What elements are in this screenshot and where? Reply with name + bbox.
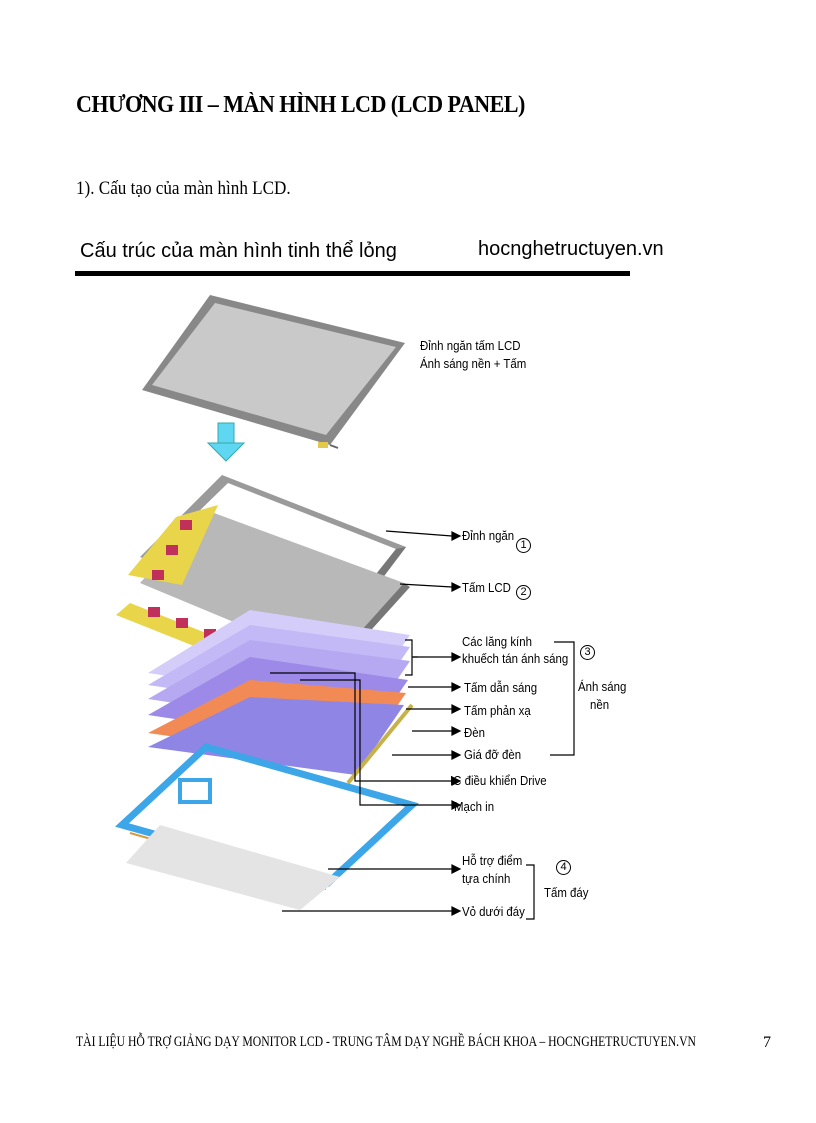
label-dinh-ngan: Đỉnh ngăn xyxy=(462,528,515,543)
label-ho-tro-line1: Hỗ trợ điểm xyxy=(462,853,523,868)
group-brackets xyxy=(405,639,575,920)
number-2: 2 xyxy=(516,585,531,600)
chapter-title: CHƯƠNG III – MÀN HÌNH LCD (LCD PANEL) xyxy=(76,92,525,118)
label-anh-sang-nen-line1: Ánh sáng xyxy=(578,679,627,694)
page-number: 7 xyxy=(763,1034,771,1051)
caption-top-line2: Ánh sáng nền + Tấm xyxy=(420,356,527,371)
figure-title-rule xyxy=(75,271,630,276)
label-tam-day: Tấm đáy xyxy=(544,885,589,900)
figure-site: hocnghetructuyen.vn xyxy=(478,238,664,260)
number-1: 1 xyxy=(516,538,531,553)
label-tam-phan-xa: Tấm phản xạ xyxy=(464,703,531,718)
down-arrow-icon xyxy=(206,422,246,462)
label-vo-duoi-day: Vỏ dưới đáy xyxy=(462,904,525,919)
leader-lines xyxy=(270,530,462,916)
label-den: Đèn xyxy=(464,725,485,740)
figure-title: Cấu trúc của màn hình tinh thể lỏng xyxy=(80,240,397,262)
label-tam-lcd: Tấm LCD xyxy=(462,580,511,595)
number-3: 3 xyxy=(580,645,595,660)
label-anh-sang-nen-line2: nền xyxy=(590,697,610,712)
caption-top-line1: Đỉnh ngăn tấm LCD xyxy=(420,338,521,353)
label-ic-drive: IC điều khiển Drive xyxy=(450,773,547,788)
label-ho-tro-line2: tựa chính xyxy=(462,871,511,886)
label-gia-do-den: Giá đỡ đèn xyxy=(464,747,522,762)
bottom-cover xyxy=(126,825,340,910)
section-heading: 1). Cấu tạo của màn hình LCD. xyxy=(76,178,291,199)
label-mach-in: Mạch in xyxy=(454,799,495,814)
number-4: 4 xyxy=(556,860,571,875)
lcd-exploded-diagram xyxy=(115,295,575,920)
label-lang-kinh-line1: Các lăng kính xyxy=(462,634,532,649)
label-lang-kinh-line2: khuếch tán ánh sáng xyxy=(462,651,569,666)
assembled-panel xyxy=(142,295,405,449)
lamp xyxy=(346,703,414,785)
label-tam-dan-sang: Tấm dẫn sáng xyxy=(464,680,538,695)
page-footer: TÀI LIỆU HỖ TRỢ GIẢNG DẠY MONITOR LCD - … xyxy=(76,1034,696,1050)
